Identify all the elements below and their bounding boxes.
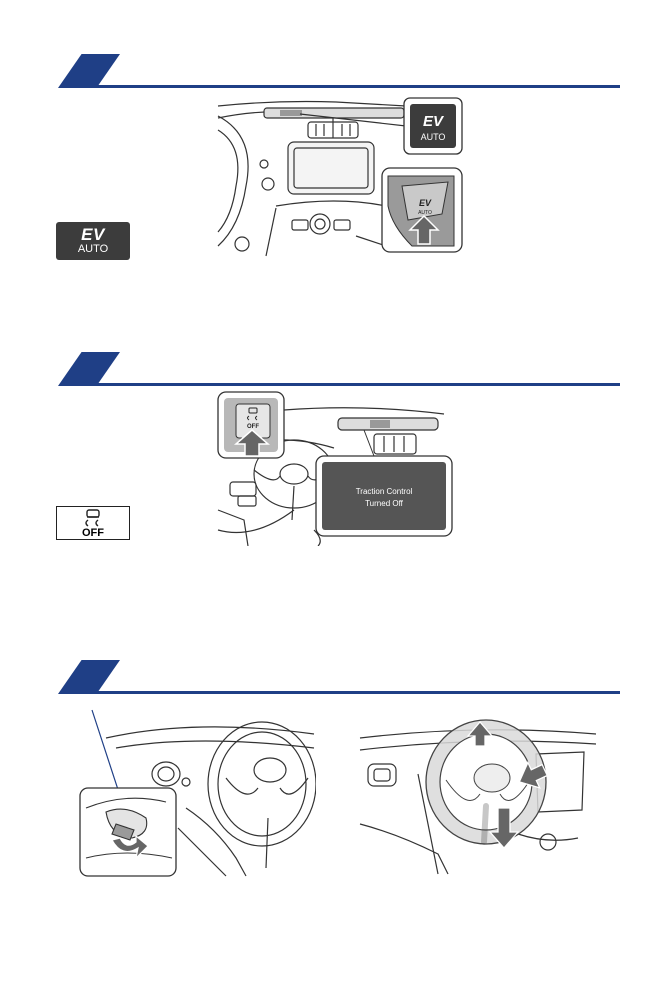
- inset-skid-icon: [247, 407, 258, 421]
- section-rule: [88, 85, 620, 88]
- section-rule: [88, 383, 620, 386]
- inset-ev-sub: AUTO: [421, 132, 446, 142]
- section-rule: [88, 691, 620, 694]
- section-header-steering-wheel: [58, 660, 620, 694]
- telescope-arrow-icon: [518, 760, 549, 789]
- traction-off-badge-icon: OFF: [56, 506, 130, 540]
- section-tab: [58, 660, 120, 694]
- ev-auto-badge-icon: EV AUTO: [56, 222, 130, 260]
- steering-adjust-drawing: [359, 719, 597, 875]
- press-arrow-icon: [408, 214, 440, 245]
- steering-lever-drawing: [79, 709, 316, 877]
- tilt-up-arrow-icon: [466, 721, 494, 747]
- wheel-adjust-illustration: [358, 714, 598, 876]
- display-message-line2: Turned Off: [365, 499, 404, 508]
- ev-mode-illustration: EV AUTO EV AUTO: [216, 96, 466, 262]
- tilt-lever-illustration: [76, 708, 316, 878]
- section-header-traction-control: [58, 352, 620, 386]
- ev-badge-main: EV: [81, 225, 105, 244]
- inset-off-label: OFF: [247, 424, 259, 430]
- traction-control-illustration: OFF Traction Control Turned Off: [214, 390, 464, 546]
- inset2-ev-main: EV: [419, 198, 432, 208]
- traction-off-label: OFF: [82, 527, 104, 539]
- press-arrow-icon: [234, 429, 270, 457]
- lever-down-arrow-icon: [111, 834, 149, 860]
- inset2-ev-sub: AUTO: [418, 210, 432, 216]
- section-header-ev-mode: [58, 54, 620, 88]
- dashboard-ev-drawing: EV AUTO EV AUTO: [217, 97, 463, 257]
- tilt-down-arrow-icon: [488, 807, 520, 849]
- ev-badge-sub: AUTO: [77, 243, 109, 255]
- dashboard-trac-drawing: OFF Traction Control Turned Off: [217, 391, 453, 546]
- section-tab: [58, 352, 120, 386]
- inset-ev-main: EV: [423, 113, 445, 130]
- skid-car-icon: [85, 509, 100, 527]
- section-tab: [58, 54, 120, 88]
- display-message-line1: Traction Control: [356, 487, 413, 496]
